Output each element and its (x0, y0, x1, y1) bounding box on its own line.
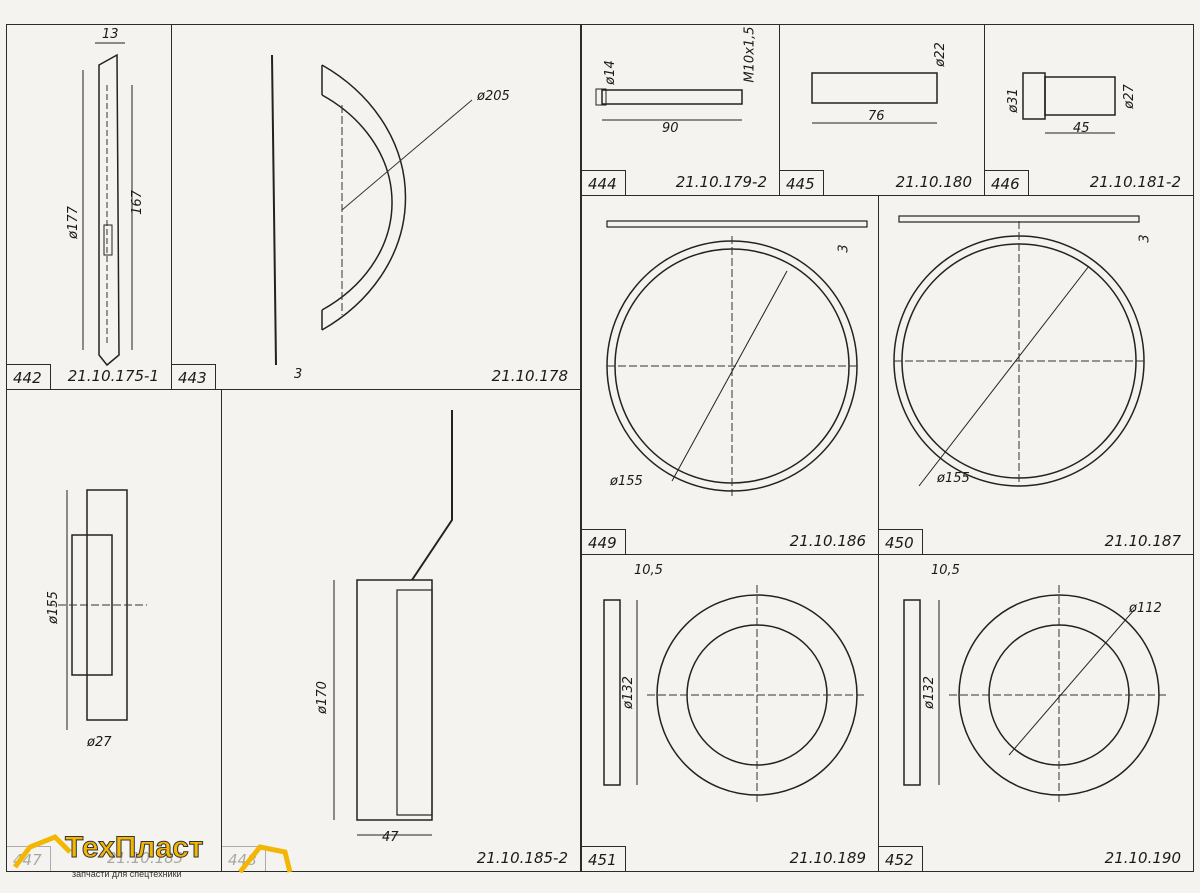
part-code: 21.10.183 (107, 849, 184, 867)
dim-3: 3 (294, 367, 303, 382)
dim-d14: ø14 (602, 60, 618, 85)
part-number: 445 (780, 170, 824, 195)
dim-d205: ø205 (477, 89, 510, 104)
dim-d155: ø155 (610, 474, 643, 489)
drawing-447 (47, 489, 147, 730)
dim-d155: ø155 (937, 471, 970, 486)
drawing-451 (603, 585, 867, 805)
drawing-452 (903, 585, 1169, 805)
part-code: 21.10.186 (789, 532, 866, 550)
part-code: 21.10.190 (1104, 849, 1181, 867)
part-code: 21.10.179-2 (675, 173, 767, 191)
part-code: 21.10.181-2 (1089, 173, 1181, 191)
dim-d170: ø170 (314, 681, 330, 714)
panel-451: 10,5 ø132 451 21.10.189 (581, 554, 879, 872)
drawing-446 (1022, 72, 1116, 134)
part-number: 449 (582, 529, 626, 554)
part-code: 21.10.187 (1104, 532, 1181, 550)
dim-3: 3 (836, 244, 852, 253)
dim-d155: ø155 (45, 591, 61, 624)
drawing-448 (333, 410, 453, 836)
panel-446: ø31 ø27 45 446 21.10.181-2 (984, 24, 1194, 196)
panel-442: 13 ø177 167 442 21.10.175-1 (6, 24, 172, 390)
dim-d112: ø112 (1129, 601, 1162, 616)
part-code: 21.10.175-1 (67, 367, 159, 385)
dim-d27: ø27 (1121, 84, 1137, 109)
panel-444: ø14 M10x1,5 90 444 21.10.179-2 (581, 24, 780, 196)
part-number: 444 (582, 170, 626, 195)
techplast-logo: ТехПласт запчасти для спецтехники (10, 827, 300, 887)
panel-448: ø170 47 448 21.10.185-2 (221, 389, 581, 872)
part-code: 21.10.185-2 (476, 849, 568, 867)
dim-d22: ø22 (932, 42, 948, 67)
dim-d177: ø177 (65, 206, 81, 239)
drawing-442 (82, 42, 133, 367)
dim-45: 45 (1073, 121, 1090, 136)
dim-13: 13 (102, 27, 119, 42)
dim-d27: ø27 (87, 735, 112, 750)
drawing-444 (595, 88, 743, 121)
dim-d132: ø132 (921, 676, 937, 709)
panel-450: 3 ø155 450 21.10.187 (878, 195, 1194, 555)
part-number: 450 (879, 529, 923, 554)
part-number: 451 (582, 846, 626, 871)
dim-d31: ø31 (1005, 88, 1021, 113)
logo-tagline: запчасти для спецтехники (72, 869, 182, 879)
dim-76: 76 (868, 109, 885, 124)
part-number: 452 (879, 846, 923, 871)
part-number: 443 (172, 364, 216, 389)
dim-10-5: 10,5 (634, 563, 663, 578)
part-number: 442 (7, 364, 51, 389)
part-number: 446 (985, 170, 1029, 195)
panel-443: ø205 3 443 21.10.178 (171, 24, 581, 390)
dim-3: 3 (1137, 234, 1153, 243)
dim-d132: ø132 (620, 676, 636, 709)
drawing-450 (893, 215, 1145, 487)
logo-brand: ТехПласт (65, 831, 204, 865)
panel-452: 10,5 ø112 ø132 452 21.10.190 (878, 554, 1194, 872)
part-code: 21.10.189 (789, 849, 866, 867)
panel-445: ø22 76 445 21.10.180 (779, 24, 985, 196)
dim-10-5: 10,5 (931, 563, 960, 578)
drawing-443 (271, 54, 473, 366)
excavator-icon (13, 834, 293, 874)
dim-90: 90 (662, 121, 679, 136)
panel-447: ø155 ø27 447 21.10.183 (6, 389, 222, 872)
drawing-449 (606, 220, 868, 496)
dim-thread: M10x1,5 (742, 26, 758, 83)
panel-449: 3 ø155 449 21.10.186 (581, 195, 879, 555)
drawing-445 (811, 72, 938, 124)
dim-167: 167 (129, 190, 145, 215)
part-code: 21.10.180 (895, 173, 972, 191)
dim-47: 47 (382, 830, 399, 845)
part-code: 21.10.178 (491, 367, 568, 385)
